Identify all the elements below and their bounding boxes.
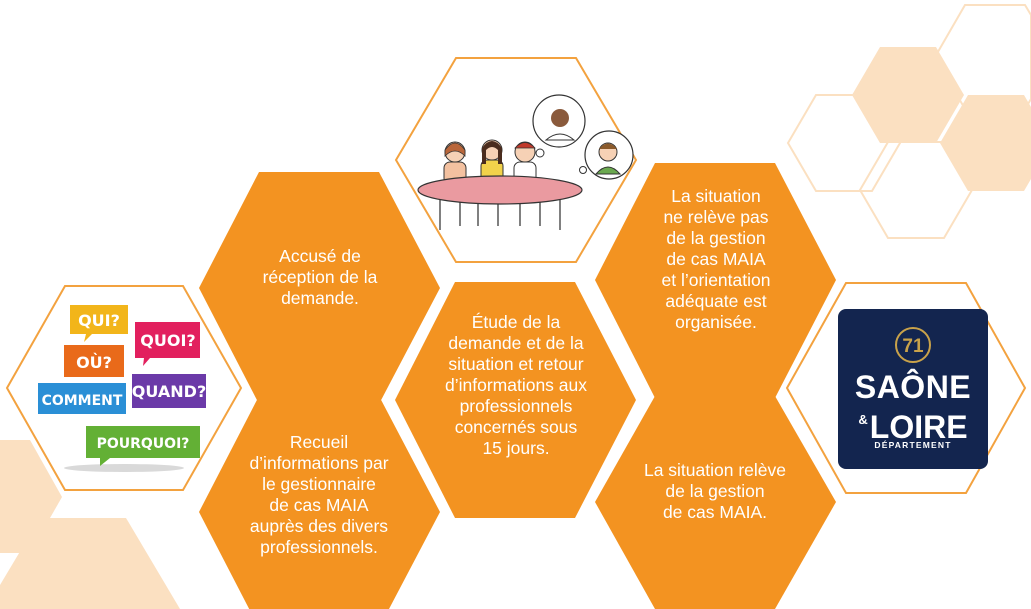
questions-speech-bubbles: QUI? QUOI? OÙ? COMMENT QUAND? POURQUOI?: [38, 305, 206, 472]
logo-line2-wrapper: &LOIRE: [838, 404, 988, 443]
hex-ne-releve: [595, 163, 836, 398]
hex-etude: [395, 282, 636, 518]
bubble-ou: OÙ?: [64, 345, 124, 377]
bubble-ou-label: OÙ?: [76, 353, 112, 372]
deco-hex-filled: [0, 518, 180, 609]
logo-number: 71: [902, 336, 924, 357]
deco-hex-filled: [940, 95, 1031, 191]
logo-amp: &: [858, 412, 868, 427]
bubble-qui-label: QUI?: [78, 311, 120, 330]
saone-et-loire-logo: 71 SAÔNE &LOIRE DÉPARTEMENT: [838, 309, 988, 469]
bubble-qui: QUI?: [70, 305, 128, 342]
logo-line2: LOIRE: [869, 409, 968, 445]
bubble-quoi-label: QUOI?: [140, 331, 195, 350]
bubble-quand-label: QUAND?: [132, 382, 206, 401]
deco-hex-outline: [858, 141, 974, 239]
ne-releve-text: La situation ne relève pas de la gestion…: [661, 186, 771, 332]
bubble-quoi: QUOI?: [135, 322, 200, 366]
logo-emblem-icon: 71: [895, 327, 931, 363]
deco-hex-filled: [0, 440, 62, 553]
bubble-comment-label: COMMENT: [42, 393, 123, 409]
releve-text: La situation relève de la gestion de cas…: [643, 460, 787, 522]
bubble-comment: COMMENT: [38, 383, 126, 414]
recueil-text: Recueil d’informations par le gestionnai…: [249, 432, 389, 557]
hex-recueil: [199, 396, 440, 609]
hex-releve: [595, 396, 836, 609]
logo-line3: DÉPARTEMENT: [874, 440, 952, 450]
deco-hex-filled: [852, 47, 964, 143]
bubble-pourquoi: POURQUOI?: [86, 426, 200, 466]
logo-line1: SAÔNE: [854, 369, 972, 405]
etude-text: Étude de la demande et de la situation e…: [444, 312, 588, 458]
bubble-quand: QUAND?: [132, 374, 206, 408]
accuse-text: Accusé de réception de la demande.: [262, 246, 378, 308]
bubble-pourquoi-label: POURQUOI?: [97, 436, 190, 452]
hex-accuse: [199, 172, 440, 404]
meeting-illustration: [417, 94, 634, 230]
